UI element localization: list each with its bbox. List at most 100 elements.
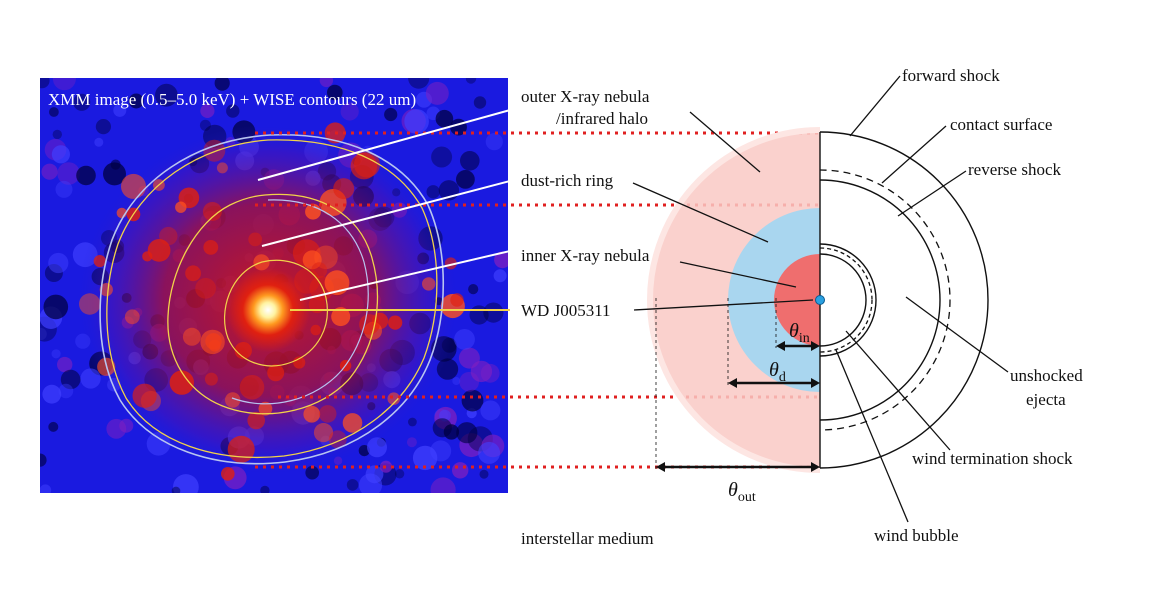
xray-red-speck (124, 309, 140, 325)
xray-noise-speck (58, 383, 74, 399)
wise-contour-inner (224, 259, 328, 367)
wise-contour-middle-blue (231, 199, 369, 405)
leader-unshocked-ejecta (905, 296, 1009, 373)
xray-red-speck (331, 307, 351, 327)
leader-outer-nebula (689, 111, 761, 173)
xray-noise-speck (460, 151, 480, 171)
xray-noise-speck (479, 469, 489, 479)
contact-surface-arc (820, 169, 951, 431)
xray-red-speck (310, 324, 322, 336)
xray-noise-speck (119, 418, 134, 433)
xray-noise-speck (260, 485, 270, 493)
xray-red-speck (216, 162, 228, 174)
xray-noise-speck (73, 93, 91, 111)
xray-noise-speck (226, 104, 240, 118)
xray-noise-speck (40, 484, 52, 493)
xray-noise-speck (404, 109, 429, 134)
theta-out-arrowhead-right (811, 462, 820, 472)
xray-red-speck (121, 173, 146, 199)
xray-noise-speck (40, 327, 47, 341)
xray-noise-speck (327, 84, 343, 101)
xray-noise-speck (483, 302, 504, 323)
guide-lines (255, 131, 820, 469)
xray-central-source (226, 268, 310, 352)
xray-noise-speck (103, 162, 126, 186)
xray-red-speck (247, 411, 265, 430)
xray-noise-speck (51, 145, 70, 164)
xray-red-speck (225, 392, 241, 408)
xray-noise-speck (406, 437, 417, 448)
xray-red-speck (303, 405, 321, 423)
xray-noise-speck (408, 78, 430, 89)
xray-noise-speck (48, 252, 69, 274)
xray-red-speck (302, 250, 322, 270)
xray-noise-speck (346, 479, 359, 491)
forward-shock-arc (820, 131, 989, 469)
xray-noise-speck (470, 360, 493, 383)
shock-structure-schematic (820, 131, 989, 469)
xray-red-speck (267, 364, 285, 382)
xray-noise-speck (51, 349, 61, 359)
label-theta-d: θd (769, 359, 786, 385)
xray-red-speck (99, 283, 113, 297)
xray-noise-speck (43, 294, 69, 320)
xray-noise-speck (430, 440, 452, 462)
xray-noise-speck (49, 107, 59, 117)
xray-red-speck (182, 327, 201, 346)
xray-noise-speck (494, 251, 508, 269)
wind-bubble-outer-arc (820, 243, 877, 357)
leader-contact-surface (881, 125, 947, 184)
xray-noise-speck (454, 329, 475, 350)
xray-red-speck (200, 329, 225, 355)
reverse-shock-arc (820, 179, 941, 421)
schematic-leader-lines (632, 75, 1009, 523)
theta-d-arrowhead-right (811, 378, 820, 388)
xray-noise-speck (430, 477, 456, 493)
xray-red-speck (293, 356, 306, 369)
xray-noise-speck (431, 146, 453, 168)
xray-noise-speck (319, 78, 334, 88)
theta-in-arrowhead-left (776, 341, 785, 351)
xray-red-speck (388, 315, 403, 330)
label-inner-nebula: inner X-ray nebula (521, 246, 650, 265)
xray-red-speck (195, 277, 217, 299)
angle-labels: θin θd θout (728, 320, 810, 505)
xray-red-speck (308, 296, 326, 314)
leader-dust-ring-image (261, 180, 511, 247)
leader-reverse-shock (897, 170, 967, 217)
xray-noise-speck (478, 441, 501, 464)
xray-image-panel: XMM image (0.5–5.0 keV) + WISE contours … (40, 78, 508, 493)
xray-red-speck (221, 467, 235, 481)
xray-noise-speck (40, 453, 47, 467)
xray-leader-lines (257, 109, 511, 301)
xray-noise-speck (95, 119, 111, 135)
label-unshocked-line2: ejecta (1026, 390, 1066, 409)
leader-inner-nebula-image (299, 250, 511, 301)
xray-noise-speck (52, 129, 62, 140)
dimension-lines (655, 298, 820, 472)
xray-red-speck (248, 232, 263, 247)
leader-forward-shock (849, 75, 901, 137)
xray-red-speck (359, 314, 380, 335)
label-wind-termination-shock: wind termination shock (912, 449, 1073, 468)
xray-red-speck (147, 239, 171, 262)
xray-noise-speck (452, 377, 461, 385)
xray-noise-speck (452, 462, 469, 479)
wise-contour-middle (167, 193, 379, 415)
wd-marker (815, 295, 825, 305)
xray-noise-speck (340, 102, 359, 121)
xray-panel-title: XMM image (0.5–5.0 keV) + WISE contours … (48, 90, 416, 109)
annotation-labels: outer X-ray nebula /infrared halo dust-r… (521, 66, 1083, 548)
wind-termination-shock-arc (820, 247, 873, 353)
xray-noise-speck (435, 109, 454, 128)
label-wd: WD J005311 (521, 301, 611, 320)
xray-noise-speck (425, 81, 449, 105)
xray-noise-speck (48, 421, 59, 432)
label-theta-out: θout (728, 479, 756, 505)
wind-bubble-inner-arc (820, 253, 867, 347)
xray-red-speck (450, 293, 464, 307)
inner-nebula-region (774, 254, 820, 346)
wise-contour-outer-blue (99, 133, 445, 465)
xray-noise-speck (456, 422, 478, 444)
xray-noise-speck (480, 400, 501, 421)
